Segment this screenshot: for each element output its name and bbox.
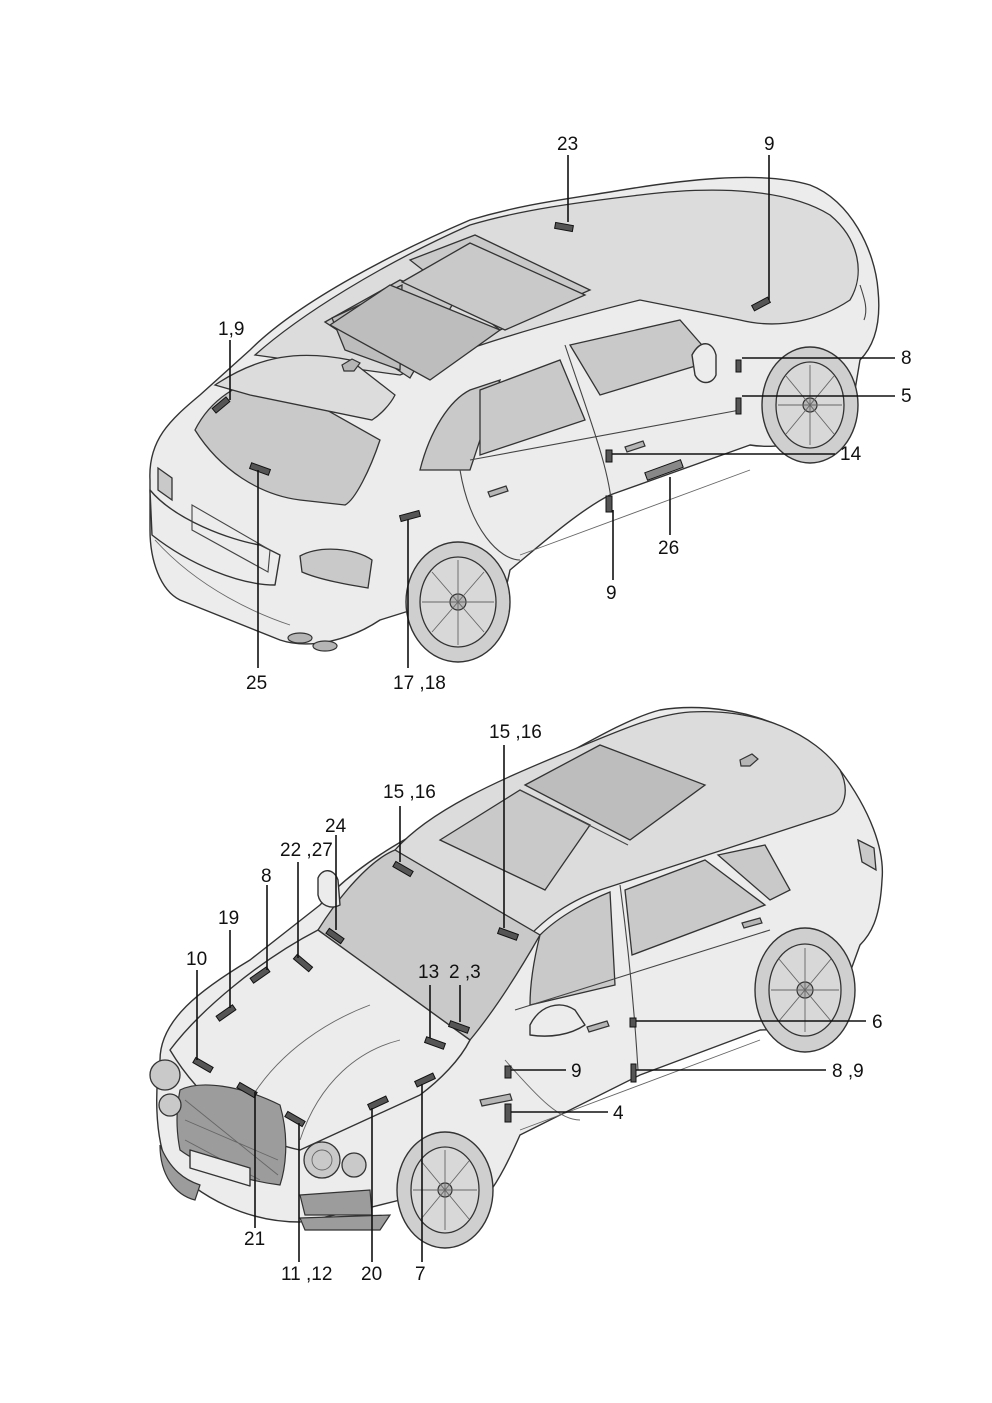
callout-26: 26 (658, 538, 679, 559)
callout-13: 13 (418, 962, 439, 983)
callout-15-16-right: 15 ,16 (489, 722, 542, 743)
bottom-callouts: 15 ,16 15 ,16 24 22 ,27 8 19 10 13 2 ,3 … (186, 722, 883, 1285)
callout-8-9: 8 ,9 (832, 1061, 864, 1082)
callout-11-12: 11 ,12 (281, 1264, 332, 1285)
callout-1-9: 1,9 (218, 319, 244, 340)
callout-22-27: 22 ,27 (280, 840, 333, 861)
callout-14: 14 (840, 444, 862, 465)
callout-20: 20 (361, 1264, 382, 1285)
callout-4: 4 (613, 1103, 624, 1124)
top-callouts: 23 9 1,9 8 5 14 26 9 25 17 ,18 (218, 134, 912, 694)
callout-7: 7 (415, 1264, 426, 1285)
top-label-tags (211, 221, 772, 523)
callout-15-16-left: 15 ,16 (383, 782, 436, 803)
bottom-label-tags (192, 860, 637, 1128)
callout-23: 23 (557, 134, 578, 155)
callout-9-fender: 9 (571, 1061, 582, 1082)
callout-10: 10 (186, 949, 207, 970)
callout-5: 5 (901, 386, 912, 407)
callout-8: 8 (901, 348, 912, 369)
callout-9-door: 9 (606, 583, 617, 604)
callout-25: 25 (246, 673, 267, 694)
callout-8-hood: 8 (261, 866, 272, 887)
callout-19: 19 (218, 908, 239, 929)
callout-6: 6 (872, 1012, 883, 1033)
callout-17-18: 17 ,18 (393, 673, 446, 694)
callout-9-roof: 9 (764, 134, 775, 155)
front-view-car (149, 706, 884, 1249)
top-leader-lines (229, 155, 895, 668)
callout-24: 24 (325, 816, 347, 837)
callout-2-3: 2 ,3 (449, 962, 481, 983)
callout-21: 21 (244, 1229, 265, 1250)
bottom-leader-lines (196, 745, 866, 1262)
rear-view-car (149, 176, 880, 663)
